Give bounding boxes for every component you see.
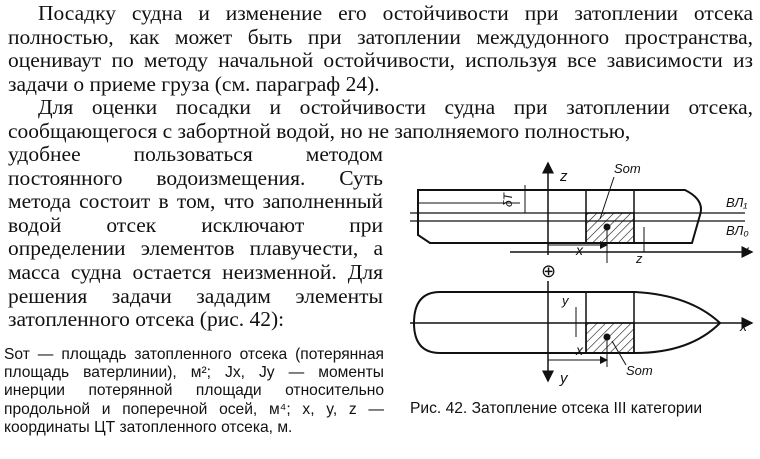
side-view: z ВЛ₁ ВЛ₀ x Sот δT x z <box>410 161 754 266</box>
x-axis-label-top: x <box>741 242 750 258</box>
x-axis-label-bottom: x <box>739 318 748 334</box>
paragraph-2: Для оценки посадки и остойчивости судна … <box>8 95 753 143</box>
x-dim-bottom: x <box>575 342 584 358</box>
s-label-top: Sот <box>614 161 641 176</box>
definitions-block: Sот — площадь затопленного отсека (потер… <box>4 346 384 436</box>
x-dim-top: x <box>575 242 584 258</box>
paragraph-3: удобнее пользоваться методом постоянного… <box>8 142 383 332</box>
z-axis-label: z <box>559 168 568 185</box>
paragraph-1: Посадку судна и изменение его остойчивос… <box>8 1 753 96</box>
draft-change-label: δT <box>501 191 515 207</box>
s-label-bottom: Sот <box>626 363 653 378</box>
plan-view: y x y x Sот <box>410 281 754 387</box>
waterline-0-label: ВЛ₀ <box>726 223 749 238</box>
figure-42: z ВЛ₁ ВЛ₀ x Sот δT x z ⊕ y x <box>410 161 754 387</box>
y-axis-label: y <box>559 370 569 387</box>
waterline-1-label: ВЛ₁ <box>726 195 747 210</box>
figure-caption: Рис. 42. Затопление отсека III категории <box>410 400 703 417</box>
y-dim-label: y <box>561 293 570 308</box>
midship-symbol: ⊕ <box>541 261 556 281</box>
z-dim-label: z <box>635 251 643 266</box>
